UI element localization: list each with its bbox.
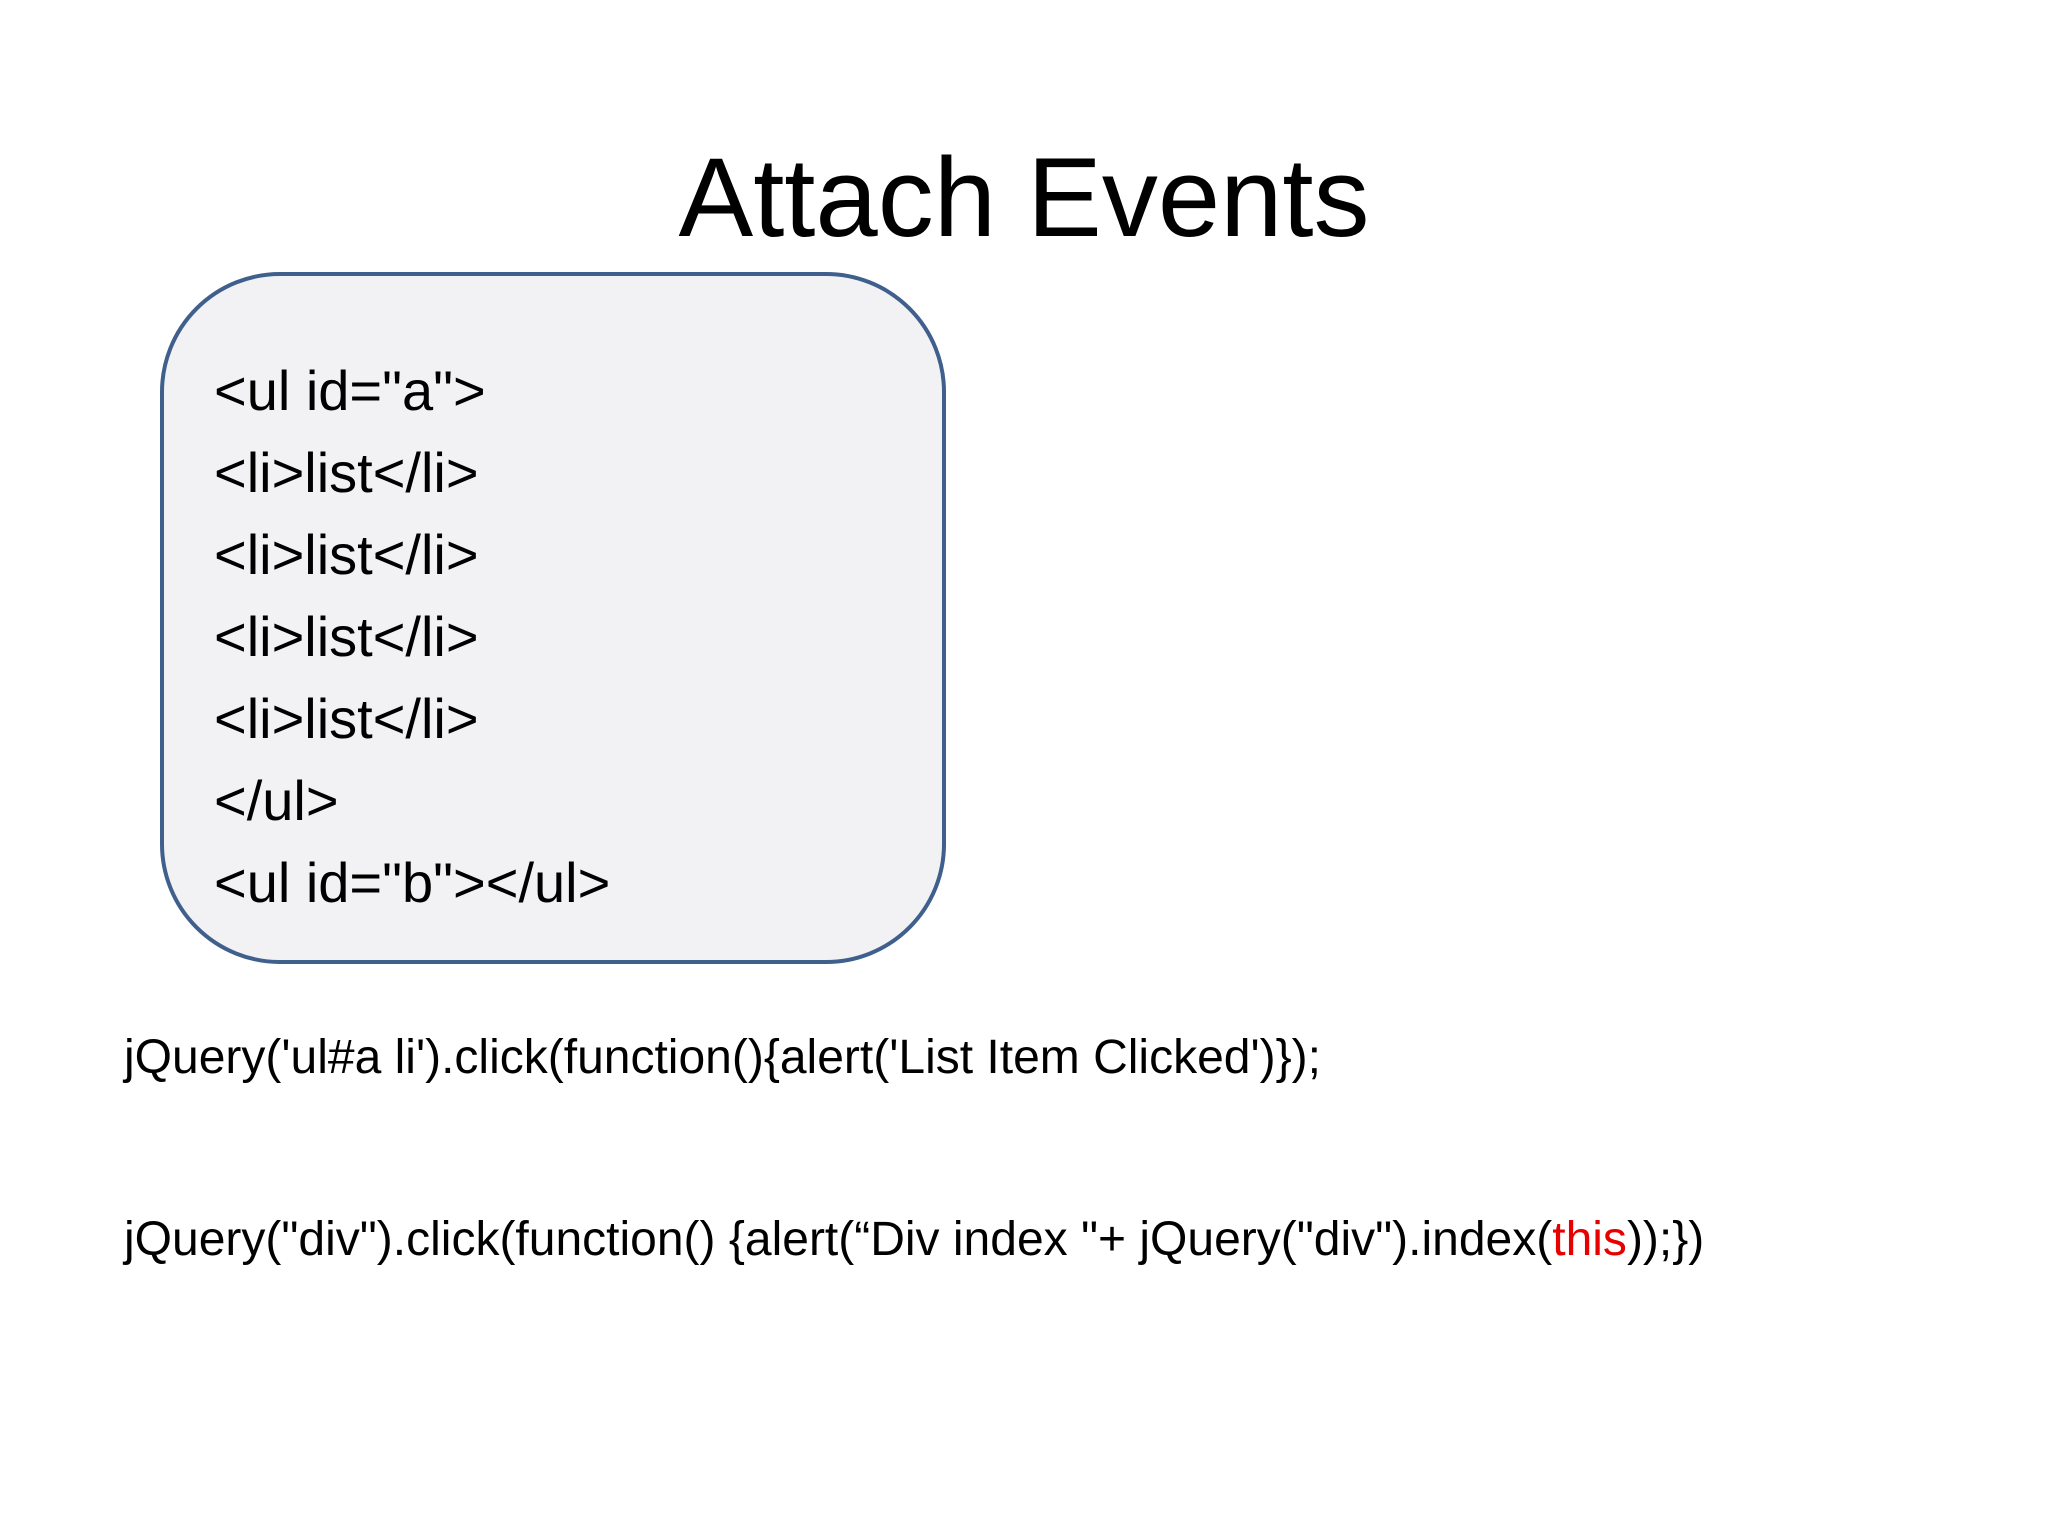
code-line: <li>list</li>: [214, 523, 479, 586]
jquery-statement-click: jQuery('ul#a li').click(function(){alert…: [124, 1031, 1321, 1084]
code-line: <li>list</li>: [214, 687, 479, 750]
code-box: [160, 272, 946, 964]
code-lines: <ul id="a"> <li>list</li> <li>list</li> …: [214, 350, 610, 924]
jquery-statement-index: jQuery("div").click(function() {alert(“D…: [124, 1210, 1704, 1270]
statement-part-before: jQuery("div").click(function() {alert(“D…: [124, 1213, 1553, 1266]
code-line: <ul id="a">: [214, 359, 486, 422]
statement-part-after: ));}): [1626, 1213, 1705, 1266]
slide-title: Attach Events: [678, 135, 1370, 260]
code-line: <li>list</li>: [214, 605, 479, 668]
this-keyword: this: [1552, 1213, 1627, 1266]
code-line: <ul id="b"></ul>: [214, 851, 611, 914]
code-line: <li>list</li>: [214, 441, 479, 504]
code-line: </ul>: [214, 769, 339, 832]
